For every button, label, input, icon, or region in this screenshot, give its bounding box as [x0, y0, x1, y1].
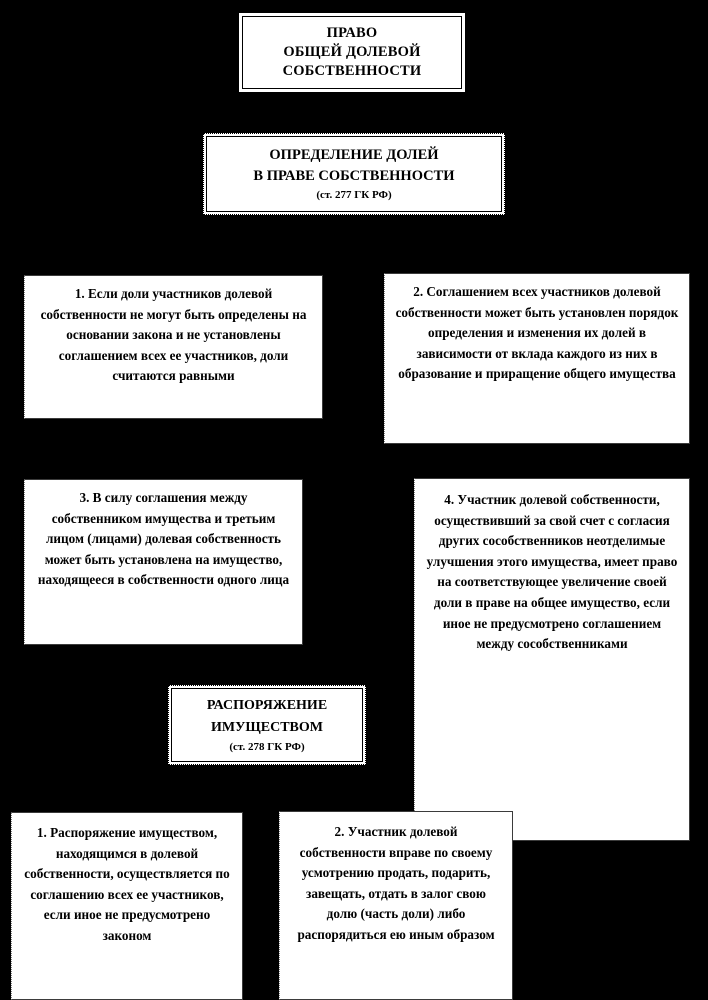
- content-box-5-text: 1. Распоряжение имуществом, находящимся …: [24, 825, 230, 943]
- content-box-1-text: 1. Если доли участников долевой собствен…: [40, 286, 307, 384]
- section-header-determination-of-shares: ОПРЕДЕЛЕНИЕ ДОЛЕЙ В ПРАВЕ СОБСТВЕННОСТИ …: [203, 133, 505, 215]
- title-line-1: ПРАВО: [326, 25, 378, 41]
- content-box-2-text: 2. Соглашением всех участников долевой с…: [395, 284, 679, 382]
- content-box-4: 4. Участник долевой собственности, осуще…: [414, 478, 690, 841]
- diagram-title-box: ПРАВО ОБЩЕЙ ДОЛЕВОЙ СОБСТВЕННОСТИ: [238, 12, 466, 93]
- section-1-reference: (ст. 277 ГК РФ): [316, 189, 392, 201]
- content-box-2: 2. Соглашением всех участников долевой с…: [384, 273, 690, 444]
- section-2-line-1: РАСПОРЯЖЕНИЕ: [206, 697, 328, 713]
- content-box-6-text: 2. Участник долевой собственности вправе…: [297, 824, 495, 942]
- content-box-1: 1. Если доли участников долевой собствен…: [24, 275, 323, 419]
- title-line-3: СОБСТВЕННОСТИ: [282, 63, 422, 79]
- section-header-disposal-of-property: РАСПОРЯЖЕНИЕ ИМУЩЕСТВОМ (ст. 278 ГК РФ): [168, 685, 366, 765]
- content-box-6: 2. Участник долевой собственности вправе…: [279, 811, 513, 1000]
- section-2-line-2: ИМУЩЕСТВОМ: [211, 719, 323, 735]
- content-box-3: 3. В силу соглашения между собственником…: [24, 479, 303, 645]
- section-1-line-1: ОПРЕДЕЛЕНИЕ ДОЛЕЙ: [269, 147, 439, 163]
- section-2-reference: (ст. 278 ГК РФ): [229, 740, 305, 753]
- content-box-3-text: 3. В силу соглашения между собственником…: [37, 490, 290, 588]
- title-box-inner: ПРАВО ОБЩЕЙ ДОЛЕВОЙ СОБСТВЕННОСТИ: [242, 16, 462, 89]
- content-box-5: 1. Распоряжение имуществом, находящимся …: [11, 812, 243, 1000]
- section-1-line-2: В ПРАВЕ СОБСТВЕННОСТИ: [253, 168, 455, 184]
- section-header-2-inner: РАСПОРЯЖЕНИЕ ИМУЩЕСТВОМ (ст. 278 ГК РФ): [171, 688, 363, 762]
- title-line-2: ОБЩЕЙ ДОЛЕВОЙ: [283, 44, 421, 60]
- section-header-1-inner: ОПРЕДЕЛЕНИЕ ДОЛЕЙ В ПРАВЕ СОБСТВЕННОСТИ …: [206, 136, 502, 212]
- content-box-4-text: 4. Участник долевой собственности, осуще…: [426, 492, 678, 652]
